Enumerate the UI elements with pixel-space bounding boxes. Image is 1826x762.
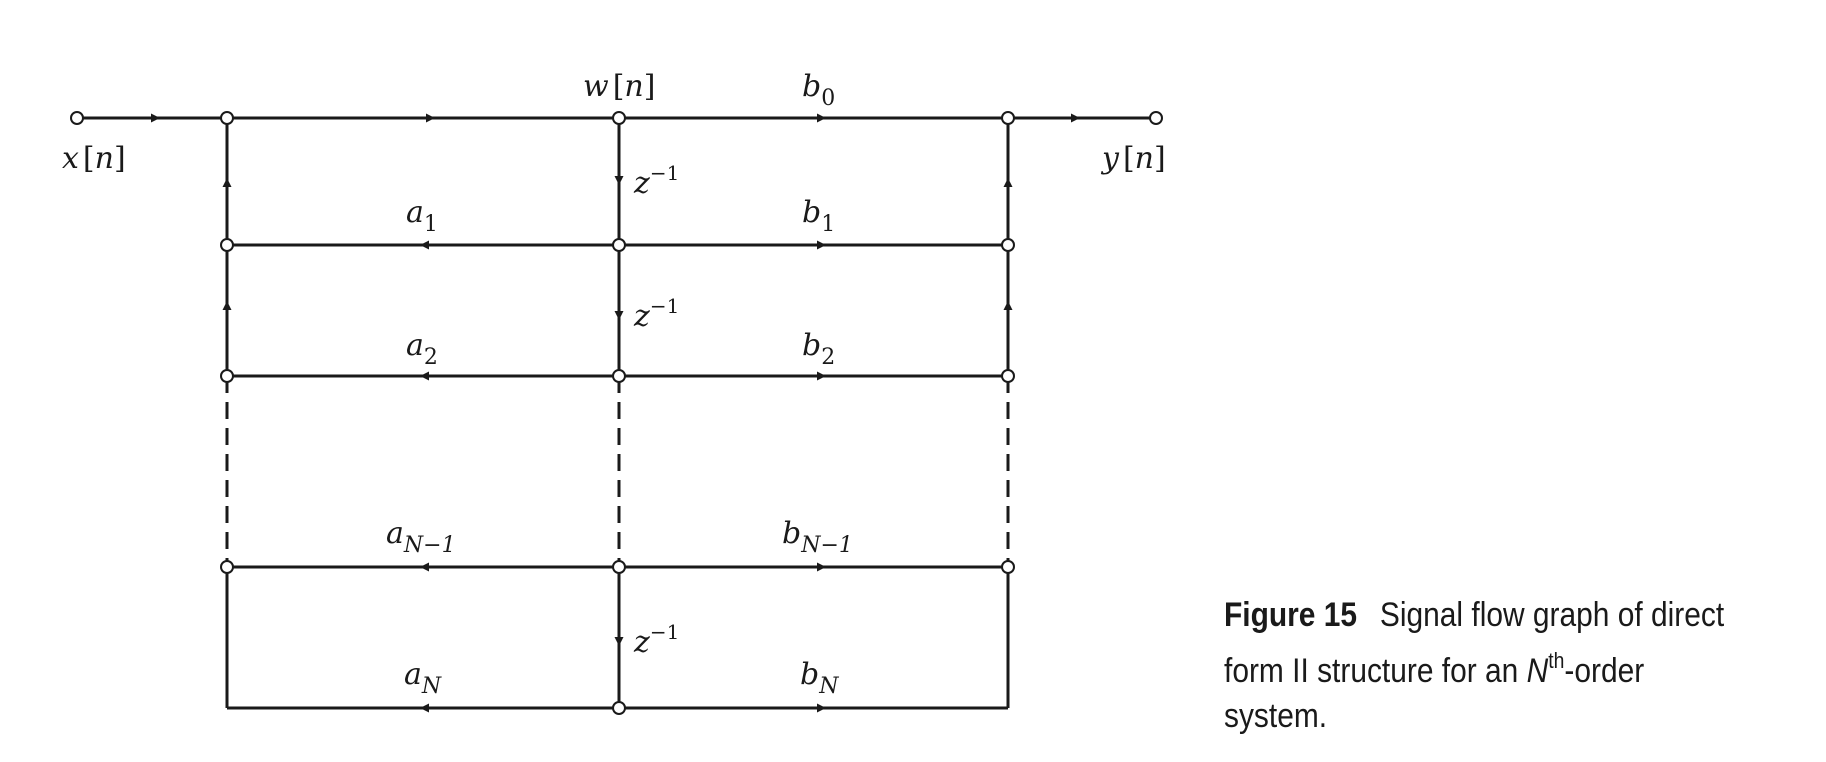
node [612,369,626,383]
caption-order-sup: th [1548,648,1565,673]
coef-bN: bN [800,657,839,699]
coef-bN-1: bN−1 [782,516,853,558]
coef-b1: b1 [802,195,835,237]
node [220,238,234,252]
node [1001,369,1015,383]
coef-b2: b2 [802,328,835,370]
coef-a1: a1 [406,195,438,237]
node [612,560,626,574]
output-node [1149,111,1163,125]
caption-text-1: Signal flow graph of direct form II stru… [1224,596,1725,690]
coef-aN-1: aN−1 [386,516,456,558]
caption-order-var: N [1526,652,1549,690]
node [612,238,626,252]
node [220,560,234,574]
node [1001,560,1015,574]
output-label: y[n] [1100,141,1166,176]
delay-label-1: z−1 [633,161,679,201]
node [1001,111,1015,125]
coef-b0: b0 [802,69,835,111]
node [1001,238,1015,252]
node [612,701,626,715]
coef-a2: a2 [406,328,438,370]
delay-label-N: z−1 [633,620,679,660]
delay-label-2: z−1 [633,294,679,334]
input-label: x[n] [62,141,126,176]
input-node [70,111,84,125]
caption-text-2: -order system. [1224,652,1645,735]
node [220,111,234,125]
state-label: w[n] [583,69,655,104]
node [612,111,626,125]
caption-label: Figure 15 [1224,596,1358,634]
node [220,369,234,383]
coef-aN: aN [404,657,442,699]
